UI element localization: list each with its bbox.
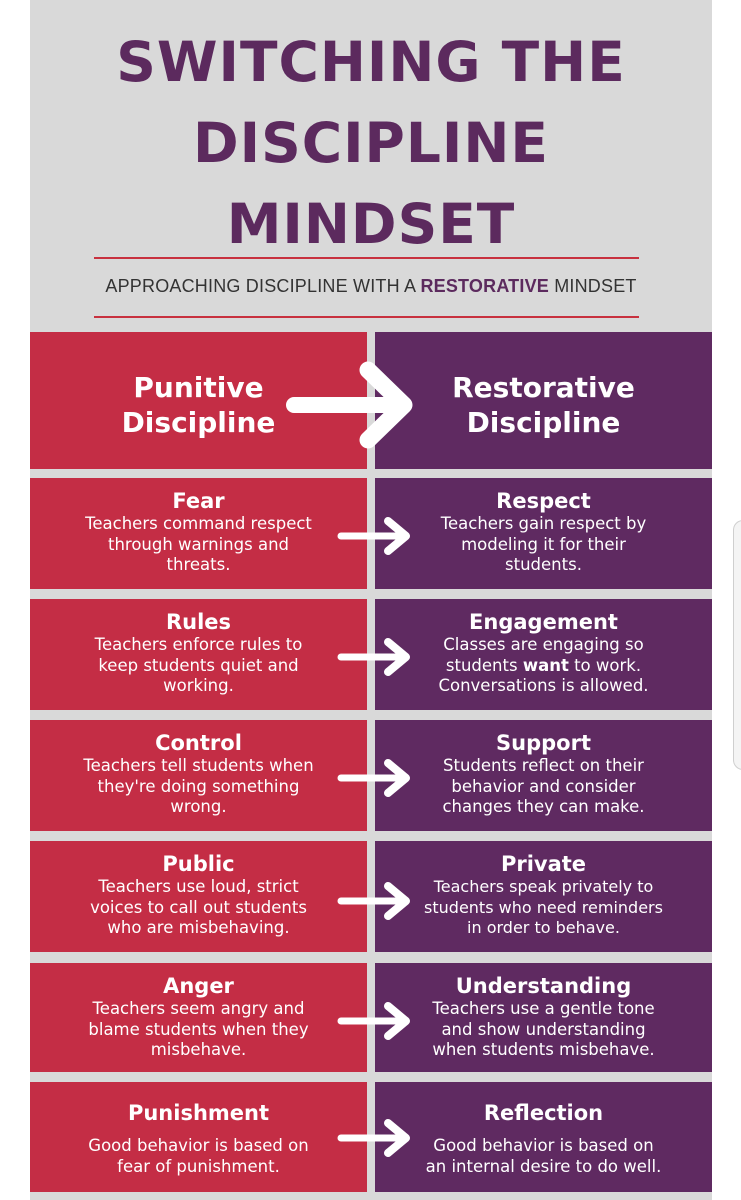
restorative-cell-support: Support Students reflect on their behavi… [375,720,712,831]
cell-description: Teachers command respect through warning… [85,514,312,574]
right-arrow-icon [337,882,410,920]
cell-description: Teachers use a gentle tone and show unde… [432,999,655,1059]
right-arrow-icon [337,1002,410,1040]
top-divider [94,257,639,259]
cell-description: Teachers tell students when they're doin… [83,756,314,816]
cell-heading: Control [155,731,242,755]
header: SWITCHING THE DISCIPLINE MINDSET APPROAC… [30,0,712,330]
punitive-cell-punishment: Punishment Good behavior is based on fea… [30,1082,367,1192]
restorative-cell-engagement: Engagement Classes are engaging so stude… [375,599,712,710]
cell-heading: Fear [172,489,225,513]
cell-description: Teachers enforce rules to keep students … [94,635,303,695]
subtitle-emphasis: RESTORATIVE [420,276,549,296]
scroll-handle[interactable] [733,520,741,770]
cell-description: Good behavior is based on fear of punish… [88,1136,309,1176]
bottom-divider [94,316,639,318]
comparison-row: Anger Teachers seem angry and blame stud… [30,963,712,1072]
infographic: SWITCHING THE DISCIPLINE MINDSET APPROAC… [30,0,712,1200]
title-line-1: SWITCHING THE [116,30,626,94]
cell-heading: Support [496,731,591,755]
column-header-row: Punitive Discipline Restorative Discipli… [30,332,712,469]
comparison-row: Fear Teachers command respect through wa… [30,478,712,589]
punitive-cell-public: Public Teachers use loud, strict voices … [30,841,367,952]
right-arrow-icon [337,638,410,676]
punitive-cell-anger: Anger Teachers seem angry and blame stud… [30,963,367,1072]
cell-heading: Engagement [469,610,618,634]
title-line-3: MINDSET [226,192,516,256]
restorative-cell-respect: Respect Teachers gain respect by modelin… [375,478,712,589]
restorative-cell-private: Private Teachers speak privately to stud… [375,841,712,952]
right-arrow-icon [337,517,410,555]
cell-heading: Understanding [455,974,632,998]
cell-heading: Private [500,852,587,876]
comparison-row: Rules Teachers enforce rules to keep stu… [30,599,712,710]
cell-heading: Reflection [483,1101,604,1125]
cell-heading: Respect [496,489,591,513]
cell-heading: Public [162,852,235,876]
title-line-2: DISCIPLINE [193,111,549,175]
cell-description: Good behavior is based on an internal de… [425,1136,662,1176]
right-arrow-icon [337,1119,410,1157]
restorative-header-label: Restorative Discipline [452,371,635,439]
punitive-cell-control: Control Teachers tell students when they… [30,720,367,831]
comparison-row: Public Teachers use loud, strict voices … [30,841,712,952]
cell-description: Classes are engaging so students want to… [438,635,649,695]
cell-heading: Punishment [127,1101,270,1125]
cell-description: Teachers seem angry and blame students w… [88,999,309,1059]
comparison-row: Control Teachers tell students when they… [30,720,712,831]
subtitle-text-end: MINDSET [549,276,637,296]
restorative-cell-understanding: Understanding Teachers use a gentle tone… [375,963,712,1072]
punitive-header-label: Punitive Discipline [121,371,276,439]
subtitle: APPROACHING DISCIPLINE WITH A RESTORATIV… [30,276,712,297]
restorative-cell-reflection: Reflection Good behavior is based on an … [375,1082,712,1192]
comparison-row: Punishment Good behavior is based on fea… [30,1082,712,1192]
punitive-cell-fear: Fear Teachers command respect through wa… [30,478,367,589]
cell-description: Teachers gain respect by modeling it for… [440,514,647,574]
right-arrow-icon [286,361,413,449]
punitive-cell-rules: Rules Teachers enforce rules to keep stu… [30,599,367,710]
restorative-header: Restorative Discipline [375,332,712,469]
subtitle-text: APPROACHING DISCIPLINE WITH A [105,276,421,296]
cell-heading: Rules [165,610,232,634]
right-arrow-icon [337,759,410,797]
cell-heading: Anger [163,974,234,998]
emphasis-want: want [522,655,569,675]
cell-description: Teachers speak privately to students who… [424,877,663,937]
cell-description: Students reflect on their behavior and c… [442,756,645,816]
cell-description: Teachers use loud, strict voices to call… [90,877,307,937]
page-title: SWITCHING THE DISCIPLINE MINDSET [30,22,712,265]
